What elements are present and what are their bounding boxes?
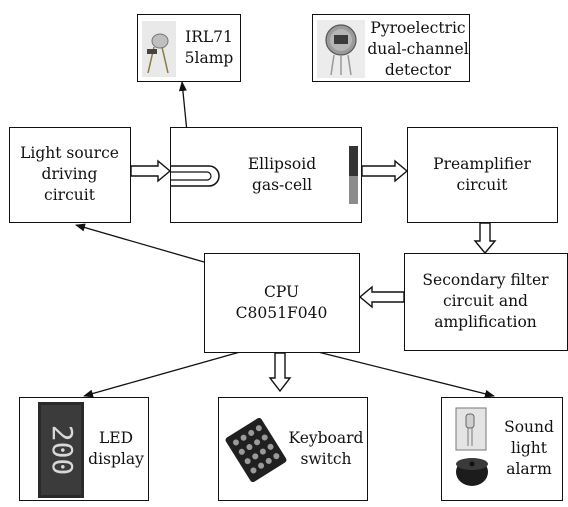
gas-cell-label: Ellipsoid gas-cell — [247, 154, 317, 194]
led-label: LED display — [88, 428, 144, 468]
detector-window — [349, 146, 358, 176]
gas-cell-box: Ellipsoid gas-cell — [170, 127, 362, 223]
keyboard-label: Keyboard switch — [288, 428, 364, 468]
lamp-symbol-icon — [171, 165, 220, 187]
preamp-box: Preamplifier circuit — [407, 127, 558, 223]
edge-gas-cell-to-preamp — [361, 159, 409, 183]
lamp-image — [142, 21, 176, 77]
cpu-box: CPU C8051F040 — [204, 253, 360, 353]
secondary-label: Secondary filter circuit and amplificati… — [422, 271, 549, 331]
cpu-label: CPU C8051F040 — [235, 282, 328, 322]
led-image: 200 — [38, 402, 84, 498]
alarm-box: Sound light alarm — [441, 397, 563, 501]
alarm-image — [455, 407, 488, 486]
detector-photo-box: Pyroelectric dual-channel detector — [312, 14, 470, 82]
detector-label: Pyroelectric dual-channel detector — [367, 18, 469, 79]
light-source-box: Light source driving circuit — [9, 127, 131, 223]
led-box: 200 LED display — [19, 397, 149, 501]
alarm-label: Sound light alarm — [504, 418, 554, 478]
detector-image — [317, 20, 365, 78]
secondary-box: Secondary filter circuit and amplificati… — [404, 253, 568, 351]
edge-light-source-to-gas-cell — [130, 159, 172, 183]
detector-window-lower — [349, 176, 358, 204]
keypad-icon — [225, 417, 287, 483]
edge-secondary-to-cpu — [358, 285, 405, 309]
edge-cpu-to-led — [83, 351, 241, 398]
edge-preamp-to-secondary — [473, 222, 497, 255]
keyboard-box: Keyboard switch — [218, 397, 368, 501]
edge-cpu-to-light-source — [75, 223, 205, 263]
edge-cpu-to-keyboard — [268, 352, 292, 393]
preamp-label: Preamplifier circuit — [433, 154, 531, 194]
lamp-label: IRL71 5lamp — [184, 28, 234, 67]
light-source-label: Light source driving circuit — [20, 144, 119, 204]
lamp-photo-box: IRL71 5lamp — [137, 14, 241, 82]
edge-cpu-to-alarm — [317, 351, 495, 398]
led-digits: 200 — [46, 425, 79, 476]
